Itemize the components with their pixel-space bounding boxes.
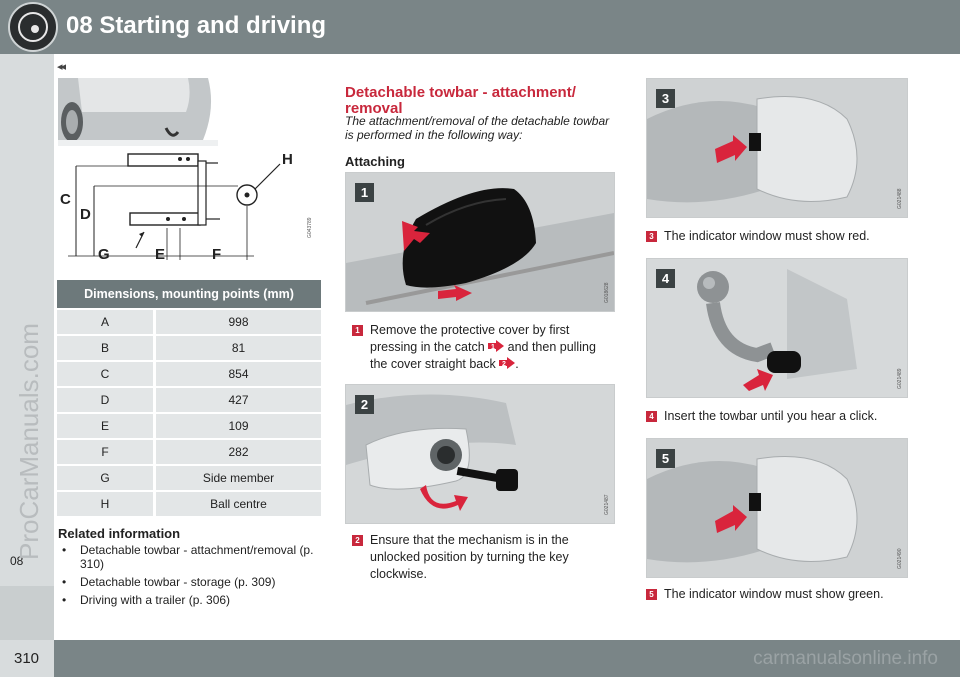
step-4-text: Insert the towbar until you hear a click… — [664, 409, 878, 423]
side-band: 08 — [0, 54, 54, 642]
page-number-block: 310 — [0, 640, 54, 677]
row-value: 81 — [156, 336, 321, 360]
row-key: C — [57, 362, 156, 386]
row-key: G — [57, 466, 156, 490]
steering-wheel-icon — [8, 2, 58, 52]
row-key: D — [57, 388, 156, 412]
step-4-illustration: G021489 4 — [646, 258, 908, 398]
row-key: A — [57, 310, 156, 334]
step-number: 2 — [352, 535, 363, 546]
catch-arrow-1-icon: 1 — [488, 340, 505, 352]
related-heading: Related information — [58, 526, 181, 541]
section-title: Detachable towbar - attachment/ removal — [345, 84, 576, 117]
label-f: F — [212, 246, 221, 263]
step-badge: 5 — [656, 449, 675, 468]
figure-code: G018628 — [604, 282, 610, 303]
chapter-title: 08 Starting and driving — [66, 12, 327, 39]
figure-code: G021489 — [897, 368, 903, 389]
row-value: Ball centre — [156, 492, 321, 516]
step-badge: 1 — [355, 183, 374, 202]
chapter-number: 08 — [10, 554, 24, 568]
section-intro: The attachment/removal of the detachable… — [345, 114, 610, 142]
step-badge: 4 — [656, 269, 675, 288]
svg-text:2: 2 — [502, 361, 506, 368]
row-key: B — [57, 336, 156, 360]
step-2-text: Ensure that the mechanism is in the unlo… — [370, 533, 569, 581]
step-number: 1 — [352, 325, 363, 336]
svg-text:1: 1 — [491, 344, 495, 351]
figure-code: G021488 — [897, 188, 903, 209]
page-footer: 310 carmanualsonline.info — [0, 640, 960, 677]
row-value: Side member — [156, 466, 321, 490]
step-1-text-a: Remove the protective cover by first pre… — [370, 323, 570, 354]
previous-page-arrows-icon[interactable]: ◂◂ — [57, 61, 66, 73]
step-2-illustration: G021487 2 — [345, 384, 615, 524]
step-3-illustration: G021488 3 — [646, 78, 908, 218]
step-1: 1 Remove the protective cover by first p… — [352, 322, 612, 373]
pull-arrow-2-icon: 2 — [499, 357, 516, 369]
site-watermark: carmanualsonline.info — [753, 648, 938, 669]
step-1-text-b: and then pulling the cover straight back — [370, 340, 596, 371]
step-badge: 2 — [355, 395, 374, 414]
step-5: 5 The indicator window must show green. — [646, 586, 916, 603]
chapter-marker — [0, 586, 54, 642]
figure-code: G043789 — [307, 217, 313, 238]
step-number: 3 — [646, 231, 657, 242]
watermark: ProCarManuals.com — [14, 323, 44, 560]
step-2: 2 Ensure that the mechanism is in the un… — [352, 532, 612, 583]
step-number: 4 — [646, 411, 657, 422]
row-value: 998 — [156, 310, 321, 334]
page-number: 310 — [14, 650, 40, 667]
step-3-text: The indicator window must show red. — [664, 229, 870, 243]
row-value: 854 — [156, 362, 321, 386]
step-5-text: The indicator window must show green. — [664, 587, 884, 601]
attaching-heading: Attaching — [345, 154, 405, 169]
row-value: 427 — [156, 388, 321, 412]
related-link[interactable]: Driving with a trailer (p. 306) — [58, 593, 328, 607]
row-key: F — [57, 440, 156, 464]
step-5-illustration: G021490 5 — [646, 438, 908, 578]
label-e: E — [155, 246, 165, 263]
step-1-text-c: . — [515, 357, 519, 371]
step-badge: 3 — [656, 89, 675, 108]
dimensions-diagram: C D G E F H G043789 — [58, 78, 320, 264]
row-value: 282 — [156, 440, 321, 464]
row-key: E — [57, 414, 156, 438]
row-value: 109 — [156, 414, 321, 438]
step-1-illustration: G018628 1 — [345, 172, 615, 312]
related-link[interactable]: Detachable towbar - storage (p. 309) — [58, 575, 328, 589]
related-link[interactable]: Detachable towbar - attachment/removal (… — [58, 543, 328, 571]
label-d: D — [80, 206, 91, 223]
step-4: 4 Insert the towbar until you hear a cli… — [646, 408, 916, 425]
step-3: 3 The indicator window must show red. — [646, 228, 916, 245]
label-g: G — [98, 246, 110, 263]
label-h: H — [282, 151, 293, 168]
figure-code: G021490 — [897, 548, 903, 569]
step-number: 5 — [646, 589, 657, 600]
label-c: C — [60, 191, 71, 208]
page-header: 08 Starting and driving — [0, 0, 960, 54]
related-information: Related information Detachable towbar - … — [58, 526, 328, 611]
figure-code: G021487 — [604, 494, 610, 515]
table-header: Dimensions, mounting points (mm) — [57, 280, 321, 308]
row-key: H — [57, 492, 156, 516]
